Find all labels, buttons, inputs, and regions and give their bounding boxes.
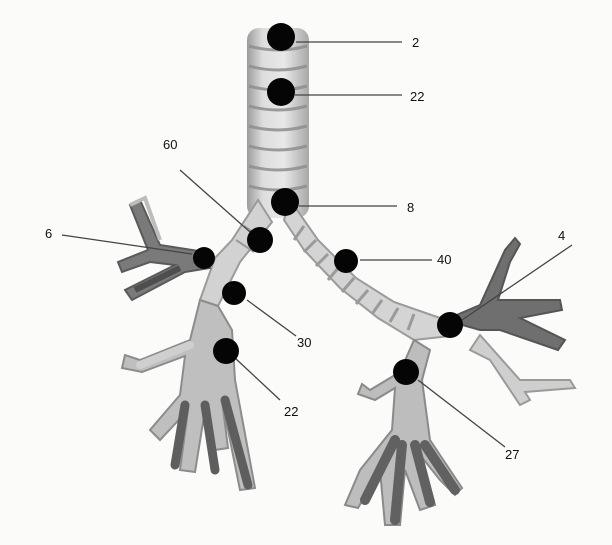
right-upper-branches xyxy=(445,238,575,405)
right-main-bronchus xyxy=(284,200,450,340)
marker-dot-4 xyxy=(437,312,463,338)
marker-dot-8 xyxy=(271,188,299,216)
marker-dot-22-top xyxy=(267,78,295,106)
leader-line-27 xyxy=(418,380,505,447)
leader-line-60 xyxy=(180,170,250,232)
marker-dot-60 xyxy=(247,227,273,253)
label-60: 60 xyxy=(163,137,177,152)
leader-line-30 xyxy=(247,300,296,336)
leader-line-22-left xyxy=(235,358,280,400)
label-6: 6 xyxy=(45,226,52,241)
label-4: 4 xyxy=(558,228,565,243)
label-22-left: 22 xyxy=(284,404,298,419)
label-30: 30 xyxy=(297,335,311,350)
marker-dot-27 xyxy=(393,359,419,385)
marker-dot-2 xyxy=(267,23,295,51)
label-22-top: 22 xyxy=(410,89,424,104)
label-8: 8 xyxy=(407,200,414,215)
marker-dot-40 xyxy=(334,249,358,273)
label-27: 27 xyxy=(505,447,519,462)
marker-dot-6 xyxy=(193,247,215,269)
marker-dot-22-left xyxy=(213,338,239,364)
trachea xyxy=(247,28,309,218)
leader-line-6 xyxy=(62,235,192,254)
left-lower-branches xyxy=(122,300,255,490)
label-40: 40 xyxy=(437,252,451,267)
marker-dot-30 xyxy=(222,281,246,305)
left-upper-branches xyxy=(118,198,210,300)
label-2: 2 xyxy=(412,35,419,50)
